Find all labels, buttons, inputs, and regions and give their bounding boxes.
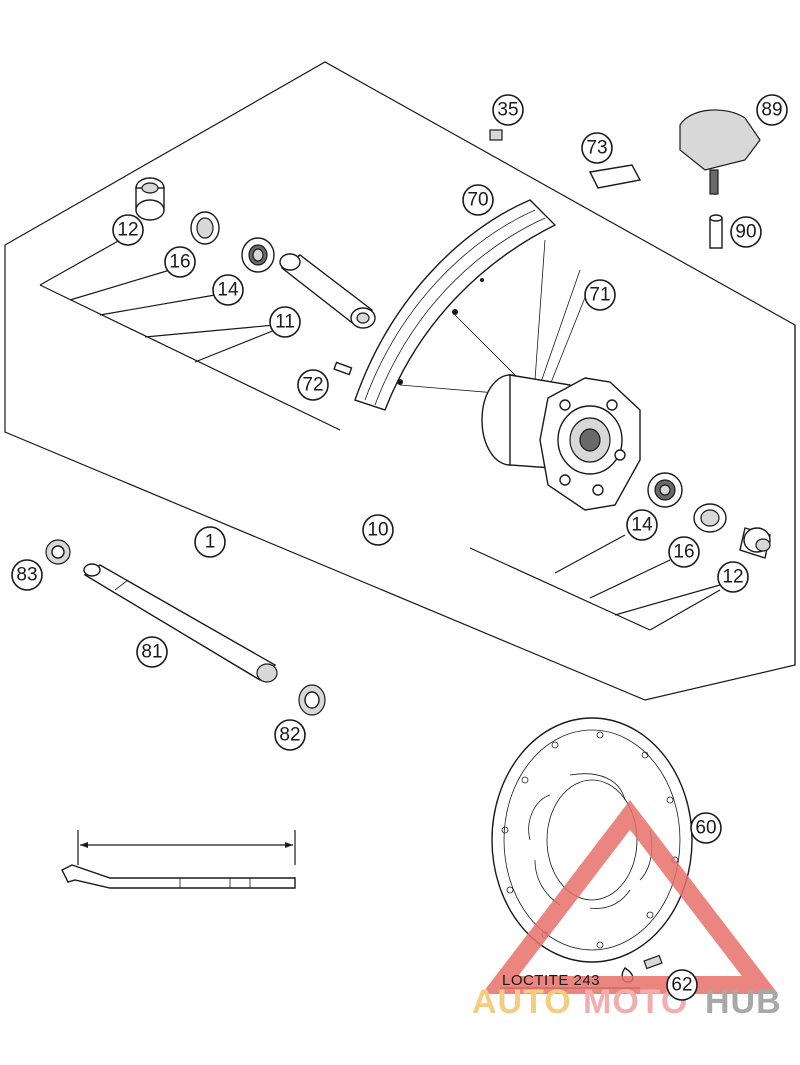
callout-14a: 14 — [212, 274, 244, 306]
callout-73: 73 — [581, 132, 613, 164]
bolt-35 — [489, 129, 503, 141]
callout-16b: 16 — [668, 536, 700, 568]
nut-82 — [298, 684, 326, 716]
callout-number: 60 — [695, 818, 716, 839]
watermark-auto: AUTO — [472, 983, 572, 1021]
callout-number: 90 — [735, 222, 756, 243]
callout-82: 82 — [274, 719, 306, 751]
callout-circle — [756, 94, 788, 126]
callout-number: 14 — [217, 280, 239, 301]
watermark-hub: HUB — [705, 983, 782, 1021]
callout-number: 16 — [169, 252, 190, 273]
special-tool-dimension — [61, 830, 296, 889]
callout-number: 70 — [467, 190, 488, 211]
callout-number: 82 — [279, 725, 300, 746]
callout-number: 1 — [205, 532, 216, 553]
sleeve-11 — [279, 253, 376, 329]
callout-circle — [269, 306, 301, 338]
assembly-outline — [4, 61, 796, 701]
callout-16a: 16 — [164, 246, 196, 278]
callout-72: 72 — [297, 369, 329, 401]
callout-number: 89 — [761, 100, 782, 121]
spacer-12-right — [739, 527, 771, 559]
callout-circle — [164, 246, 196, 278]
callout-circle — [690, 812, 722, 844]
callout-number: 35 — [497, 100, 518, 121]
callout-number: 11 — [275, 312, 295, 333]
callout-70: 70 — [462, 184, 494, 216]
leader-frame-right — [469, 534, 721, 631]
callout-14b: 14 — [626, 509, 658, 541]
callout-number: 72 — [302, 375, 323, 396]
callout-1: 1 — [194, 526, 226, 558]
callout-number: 71 — [589, 285, 610, 306]
axle-81 — [83, 563, 278, 683]
spacer-12-left — [135, 177, 165, 221]
callout-number: 12 — [117, 220, 138, 241]
nipple-72 — [333, 361, 353, 376]
callout-number: 14 — [631, 515, 653, 536]
callout-number: 16 — [673, 542, 694, 563]
watermark: AUTO MOTO HUB — [472, 800, 782, 1021]
callout-circle — [297, 369, 329, 401]
callout-10: 10 — [362, 514, 394, 546]
callout-circle — [730, 216, 762, 248]
callout-circle — [112, 214, 144, 246]
callout-circle — [584, 279, 616, 311]
tool-89 — [679, 109, 761, 196]
leader-frame-left — [39, 239, 341, 431]
callout-circle — [194, 526, 226, 558]
callout-circle — [462, 184, 494, 216]
callout-number: 10 — [367, 520, 388, 541]
callout-circle — [717, 561, 749, 593]
callout-89: 89 — [756, 94, 788, 126]
callout-83: 83 — [11, 559, 43, 591]
callout-circle — [362, 514, 394, 546]
bolt-90 — [709, 214, 723, 249]
callout-11: 11 — [269, 306, 301, 338]
callout-circle — [136, 636, 168, 668]
spokes-71 — [399, 239, 591, 396]
loctite-note: LOCTITE 243 — [502, 972, 600, 989]
callout-labels: 1 10 11 12 12 14 14 16 16 35 60 62 70 71 72 73 81 82 83 89 9… — [11, 94, 788, 1001]
callout-number: 81 — [141, 642, 162, 663]
bearing-14-right — [647, 472, 683, 508]
callout-circle — [274, 719, 306, 751]
callout-circle — [212, 274, 244, 306]
callout-12a: 12 — [112, 214, 144, 246]
brake-disc-60 — [491, 717, 693, 963]
bearing-14-left — [241, 237, 275, 273]
callout-81: 81 — [136, 636, 168, 668]
sticker-73 — [588, 164, 642, 189]
callout-12b: 12 — [717, 561, 749, 593]
seal-16-left — [190, 211, 220, 245]
callout-60: 60 — [690, 812, 722, 844]
callout-number: 62 — [671, 975, 692, 996]
callout-circle — [668, 536, 700, 568]
hub-10 — [481, 374, 641, 511]
callout-35: 35 — [492, 94, 524, 126]
callout-71: 71 — [584, 279, 616, 311]
callout-62: 62 — [666, 969, 698, 1001]
seal-16-right — [693, 503, 727, 533]
callout-90: 90 — [730, 216, 762, 248]
callout-number: 83 — [16, 565, 37, 586]
callout-circle — [666, 969, 698, 1001]
callout-circle — [626, 509, 658, 541]
callout-circle — [581, 132, 613, 164]
callout-circle — [492, 94, 524, 126]
callout-number: 73 — [586, 138, 607, 159]
callout-number: 12 — [722, 567, 743, 588]
callout-circle — [11, 559, 43, 591]
rim-70 — [354, 199, 557, 411]
nut-83 — [45, 539, 71, 565]
